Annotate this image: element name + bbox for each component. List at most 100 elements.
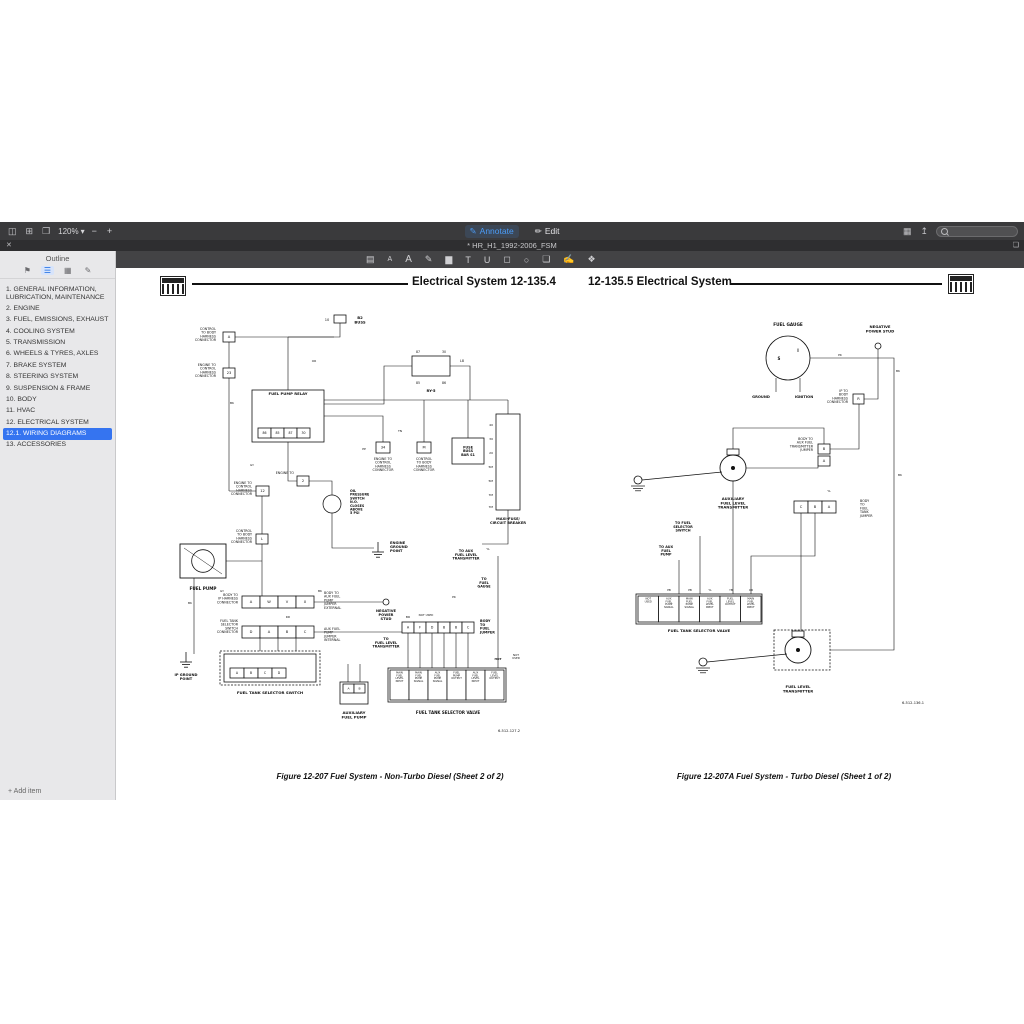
underline-icon[interactable]: U bbox=[483, 254, 491, 265]
svg-text:D: D bbox=[431, 626, 434, 630]
svg-text:BK: BK bbox=[896, 369, 901, 373]
pen-icon[interactable]: ✎ bbox=[424, 254, 433, 264]
fullscreen-icon[interactable]: ❖ bbox=[587, 254, 596, 264]
svg-text:PP: PP bbox=[362, 447, 366, 451]
sidebar-item[interactable]: 3. FUEL, EMISSIONS, EXHAUST bbox=[6, 316, 109, 324]
svg-text:7M: 7M bbox=[489, 493, 494, 497]
svg-text:FUEL TANK SELECTOR VALVE: FUEL TANK SELECTOR VALVE bbox=[668, 628, 731, 633]
svg-text:GROUND: GROUND bbox=[752, 395, 770, 399]
bookmarks-tab-icon[interactable]: ⚑ bbox=[23, 266, 31, 275]
svg-text:FUEL PUMP RELAY: FUEL PUMP RELAY bbox=[268, 391, 307, 396]
share-icon[interactable]: ↥ bbox=[920, 225, 928, 236]
thumbnails-tab-icon[interactable]: ▦ bbox=[64, 266, 72, 275]
signature-icon[interactable]: ✍ bbox=[563, 254, 575, 264]
search-icon bbox=[941, 227, 948, 235]
search-field[interactable] bbox=[936, 225, 1018, 237]
sidebar-item[interactable]: 5. TRANSMISSION bbox=[6, 339, 66, 347]
main-toolbar: ◫⊞❐ 120% ▾ − + ✎ Annotate ✏ Edit ▦↥ bbox=[0, 222, 1024, 240]
sidebar-item[interactable]: 9. SUSPENSION & FRAME bbox=[6, 384, 91, 392]
sidebar-item[interactable]: 6. WHEELS & TYRES, AXLES bbox=[6, 350, 99, 358]
edit-label: Edit bbox=[544, 226, 560, 236]
annotation-tools: ▤ A A ✎ ▆ T U ◻ ○ ❏ ✍ ❖ bbox=[366, 254, 596, 265]
sidebar-item[interactable]: 8. STEERING SYSTEM bbox=[6, 373, 79, 381]
svg-text:12: 12 bbox=[260, 489, 265, 493]
close-icon[interactable]: ✕ bbox=[6, 242, 12, 249]
zoom-level-dropdown[interactable]: 120% ▾ bbox=[58, 227, 84, 236]
highlighter-icon[interactable]: ▆ bbox=[445, 254, 453, 264]
sidebar-item[interactable]: 4. COOLING SYSTEM bbox=[6, 327, 75, 335]
svg-text:D: D bbox=[250, 630, 253, 634]
svg-text:B: B bbox=[443, 626, 446, 630]
document-content[interactable]: Electrical System 12-135.4 12-135.5 Elec… bbox=[116, 268, 1024, 1024]
svg-text:HOT: HOT bbox=[494, 657, 502, 661]
sidebar-item[interactable]: 12.1. WIRING DIAGRAMS bbox=[3, 428, 112, 440]
sidebar-item[interactable]: 13. ACCESSORIES bbox=[6, 441, 67, 449]
note-icon[interactable]: ❏ bbox=[542, 254, 551, 264]
zoom-out-button[interactable]: − bbox=[91, 226, 97, 236]
main-toolbar-right: ▦↥ bbox=[902, 225, 1024, 237]
svg-text:A: A bbox=[228, 335, 231, 339]
svg-text:30: 30 bbox=[442, 350, 446, 354]
page-layout-icon[interactable]: ❐ bbox=[42, 225, 51, 236]
sidebar-toggle-icon[interactable]: ◫ bbox=[8, 225, 17, 236]
svg-text:RY-5: RY-5 bbox=[426, 388, 435, 393]
header-rule-left bbox=[192, 283, 408, 285]
svg-text:A: A bbox=[823, 459, 826, 463]
edit-button[interactable]: ✏ Edit bbox=[535, 226, 560, 237]
annotate-button[interactable]: ✎ Annotate bbox=[464, 224, 519, 238]
add-item-button[interactable]: + Add item bbox=[8, 788, 42, 795]
outline-tab-icon[interactable]: ☰ bbox=[40, 266, 55, 275]
svg-text:YB: YB bbox=[729, 588, 733, 592]
circle-shape-icon[interactable]: ○ bbox=[523, 254, 530, 265]
sidebar-item[interactable]: 1. GENERAL INFORMATION, LUBRICATION, MAI… bbox=[6, 285, 105, 301]
svg-text:C: C bbox=[264, 671, 267, 675]
svg-text:10: 10 bbox=[325, 318, 330, 322]
pdf-viewer-window: ◫⊞❐ 120% ▾ − + ✎ Annotate ✏ Edit ▦↥ bbox=[0, 222, 1024, 1024]
sidebar-item[interactable]: 12. ELECTRICAL SYSTEM bbox=[6, 418, 89, 426]
text-size-large-icon[interactable]: A bbox=[405, 254, 412, 265]
rect-shape-icon[interactable]: ◻ bbox=[503, 254, 511, 264]
markup-view-icon[interactable]: ▤ bbox=[366, 254, 375, 264]
text-size-small-icon[interactable]: A bbox=[387, 256, 393, 263]
figure-caption-left: Figure 12-207 Fuel System - Non-Turbo Di… bbox=[276, 772, 504, 781]
svg-text:PB: PB bbox=[667, 588, 671, 592]
sidebar-item[interactable]: 7. BRAKE SYSTEM bbox=[6, 361, 67, 369]
text-tool-icon[interactable]: T bbox=[465, 254, 471, 265]
svg-text:B: B bbox=[814, 505, 817, 509]
svg-text:86: 86 bbox=[262, 431, 266, 435]
markup-toolbar-icon[interactable]: ▦ bbox=[902, 225, 912, 236]
svg-text:X: X bbox=[304, 600, 307, 604]
zoom-in-button[interactable]: + bbox=[106, 226, 113, 236]
tab-overview-icon[interactable]: ❏ bbox=[1012, 242, 1019, 249]
annotations-tab-icon[interactable]: ✎ bbox=[84, 266, 92, 275]
sidebar-item[interactable]: 11. HVAC bbox=[6, 407, 36, 415]
svg-text:34: 34 bbox=[381, 446, 386, 450]
svg-text:L: L bbox=[261, 537, 263, 541]
svg-text:F: F bbox=[419, 626, 421, 630]
search-input[interactable] bbox=[948, 227, 1013, 235]
sidebar-item[interactable]: 2. ENGINE bbox=[6, 305, 40, 313]
sidebar-item[interactable]: 10. BODY bbox=[6, 395, 37, 403]
svg-text:S: S bbox=[778, 356, 781, 361]
svg-text:YL: YL bbox=[827, 489, 831, 493]
thumbnail-view-icon[interactable]: ⊞ bbox=[25, 225, 34, 236]
svg-text:85: 85 bbox=[275, 431, 279, 435]
